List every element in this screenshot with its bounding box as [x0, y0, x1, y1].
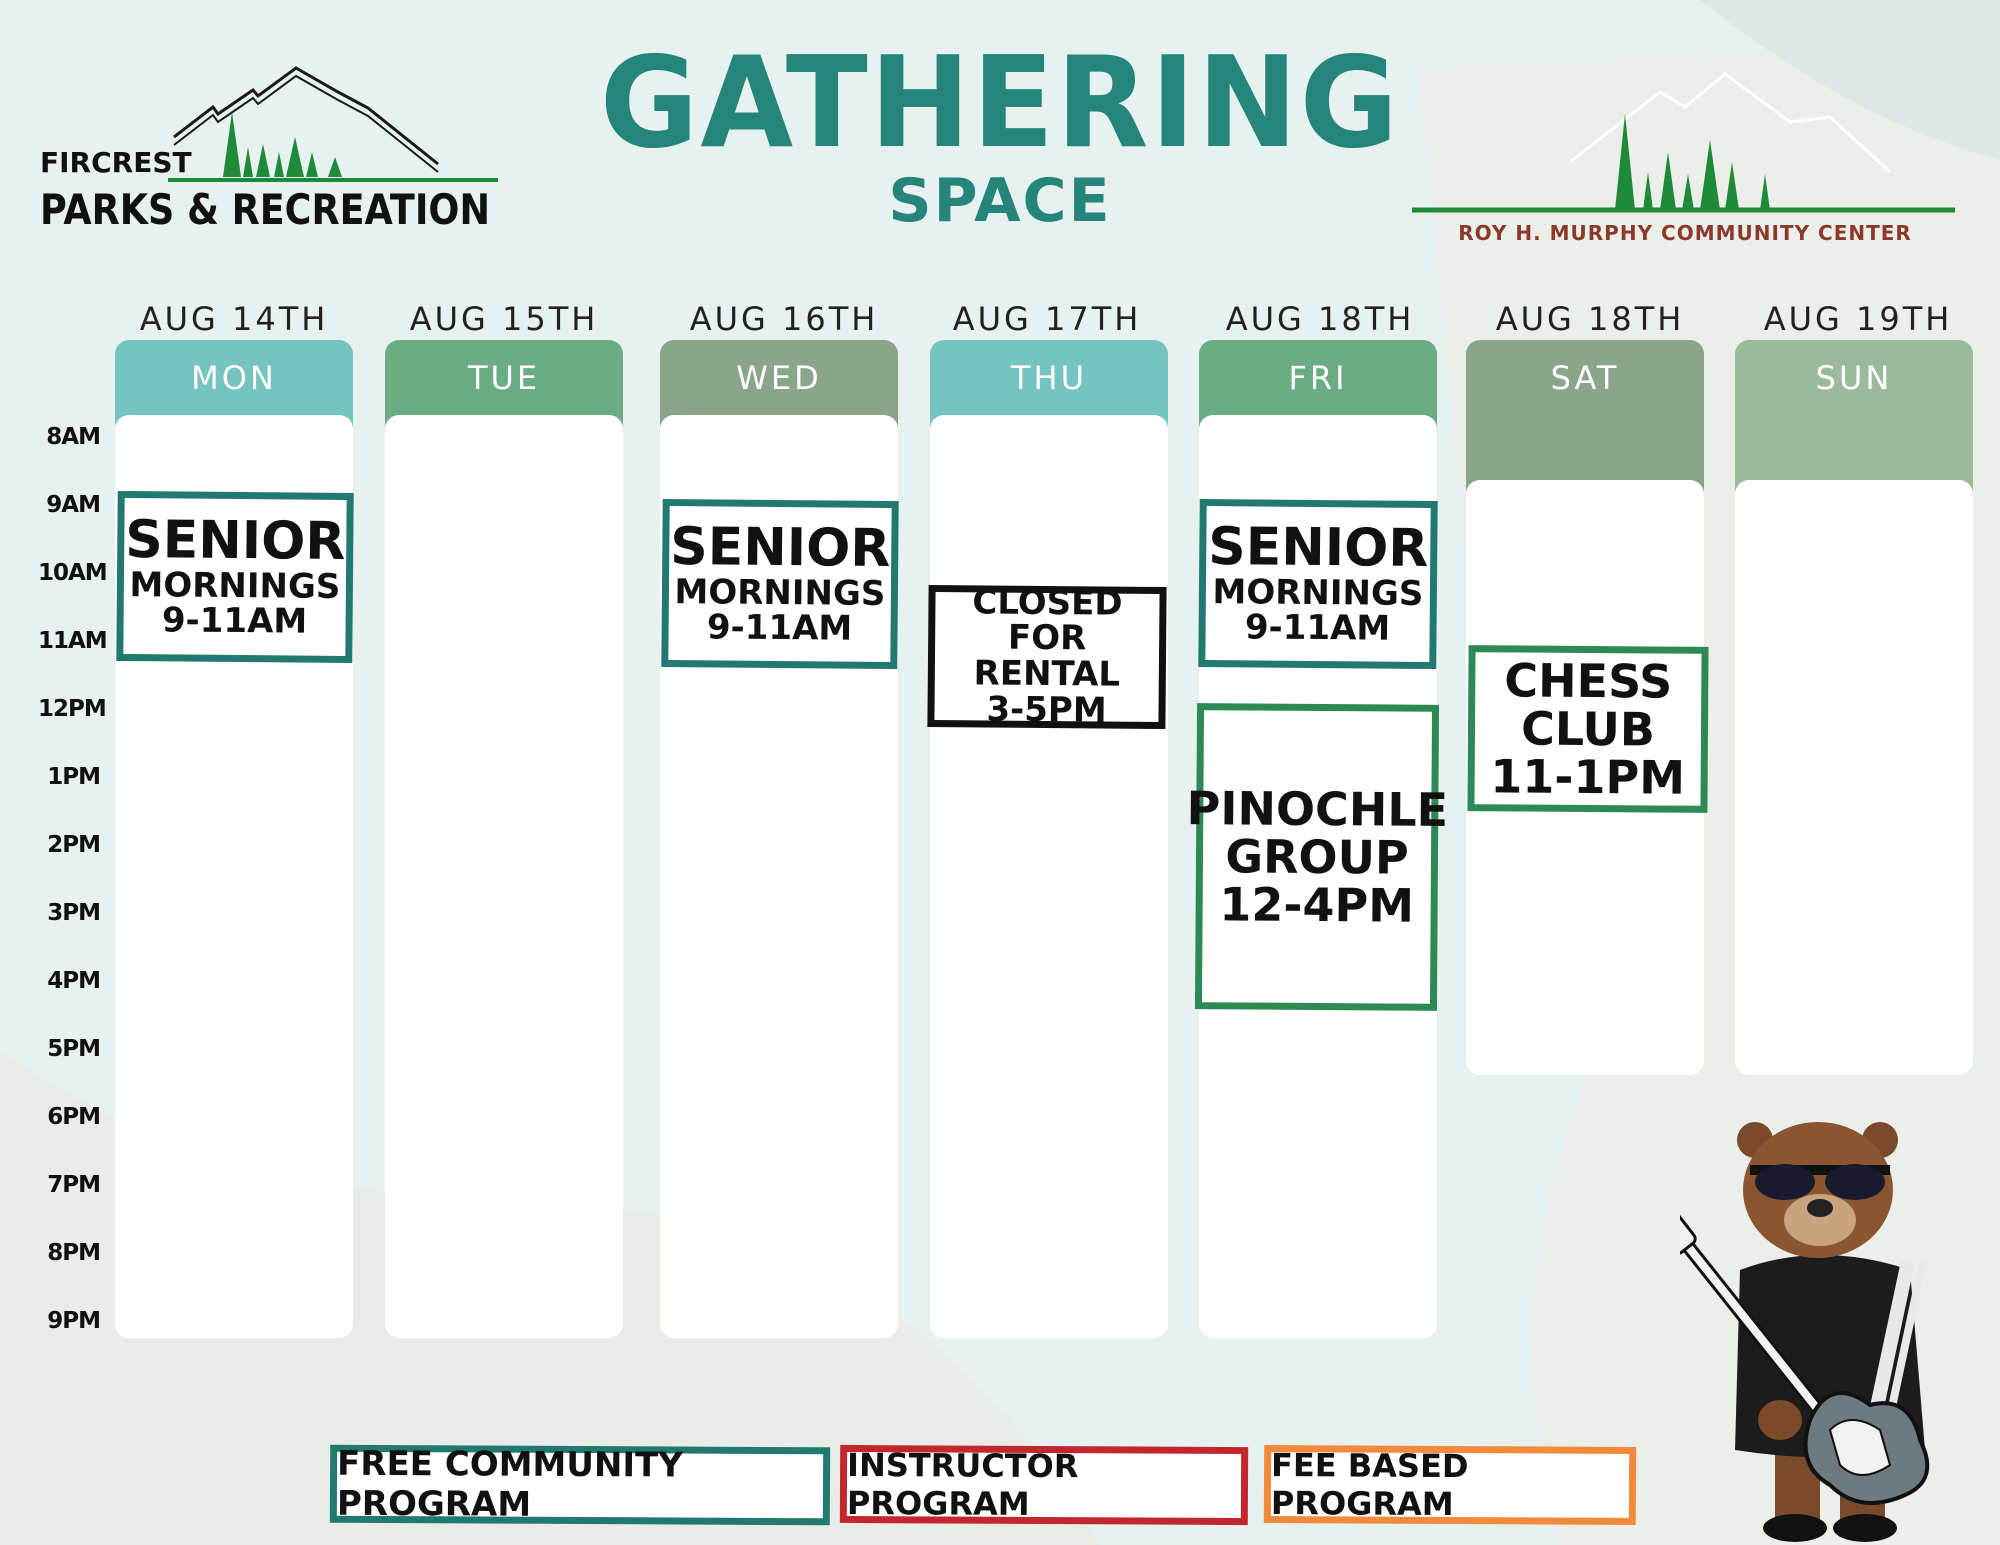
center-name-text: ROY H. MURPHY COMMUNITY CENTER: [1458, 221, 1912, 245]
time-label: 4PM: [47, 968, 101, 994]
day-date-thu: AUG 17TH: [952, 300, 1142, 338]
event-subtitle: RENTAL: [973, 653, 1121, 695]
event-subtitle: MORNINGS: [1212, 571, 1424, 614]
event-senior-mornings-fri[interactable]: SENIOR MORNINGS 9-11AM: [1198, 498, 1438, 670]
time-label: 9PM: [47, 1308, 101, 1334]
day-date-fri: AUG 18TH: [1225, 300, 1415, 338]
mountain-icon: [1569, 72, 1892, 174]
event-time: 9-11AM: [161, 600, 308, 642]
day-header-sat: SAT: [1466, 340, 1704, 500]
event-closed-rental-thu[interactable]: CLOSED FOR RENTAL 3-5PM: [927, 581, 1167, 731]
bear-guitar-icon: [1680, 1122, 1930, 1542]
legend-label: FREE COMMUNITY PROGRAM: [336, 1443, 683, 1525]
day-column-sun: [1735, 480, 1973, 1075]
event-senior-mornings-wed[interactable]: SENIOR MORNINGS 9-11AM: [661, 498, 899, 670]
time-label: 1PM: [47, 764, 101, 790]
legend-fee-based: FEE BASED PROGRAM: [1263, 1445, 1637, 1525]
event-subtitle: GROUP: [1225, 829, 1409, 885]
event-title: CHESS: [1504, 652, 1673, 709]
event-title: PINOCHLE: [1186, 780, 1449, 837]
event-time: 9-11AM: [706, 607, 853, 649]
day-column-tue: [385, 415, 623, 1338]
mountain-icon: [173, 66, 439, 173]
event-time: 9-11AM: [1244, 607, 1391, 649]
event-subtitle: MORNINGS: [674, 571, 886, 614]
event-time: 11-1PM: [1490, 749, 1686, 805]
time-label: 10AM: [38, 560, 108, 586]
event-title: SENIOR: [1208, 517, 1429, 579]
day-date-sun: AUG 19TH: [1763, 300, 1953, 338]
event-time: 12-4PM: [1219, 877, 1415, 933]
event-title: SENIOR: [670, 517, 891, 579]
event-pinochle-group-fri[interactable]: PINOCHLE GROUP 12-4PM: [1186, 703, 1448, 1011]
day-date-sat: AUG 18TH: [1495, 300, 1685, 338]
legend-instructor: INSTRUCTOR PROGRAM: [839, 1444, 1249, 1526]
event-title: SENIOR: [125, 510, 346, 572]
pine-tree-icon: [1615, 114, 1770, 210]
legend-label: INSTRUCTOR PROGRAM: [846, 1445, 1079, 1523]
time-label: 8PM: [47, 1240, 101, 1266]
title-sub: SPACE: [888, 166, 1112, 236]
day-header-sun: SUN: [1735, 340, 1973, 500]
time-label: 6PM: [47, 1104, 101, 1130]
time-label: 3PM: [47, 900, 101, 926]
day-date-mon: AUG 14TH: [139, 300, 329, 338]
time-label: 5PM: [47, 1036, 101, 1062]
legend-free-community: FREE COMMUNITY PROGRAM: [329, 1443, 831, 1526]
time-label: 11AM: [38, 628, 108, 654]
day-column-thu: [930, 415, 1168, 1338]
event-subtitle: CLUB: [1520, 701, 1656, 757]
page-title: GATHERING SPACE: [0, 30, 2000, 236]
event-time: 3-5PM: [986, 689, 1107, 731]
day-date-wed: AUG 16TH: [689, 300, 879, 338]
time-label: 2PM: [47, 832, 101, 858]
logo-big-text: PARKS & RECREATION: [40, 185, 490, 234]
time-label: 8AM: [46, 424, 101, 450]
logo-small-text: FIRCREST: [40, 146, 192, 179]
event-senior-mornings-mon[interactable]: SENIOR MORNINGS 9-11AM: [116, 490, 354, 664]
event-subtitle: MORNINGS: [129, 564, 341, 607]
event-chess-club-sat[interactable]: CHESS CLUB 11-1PM: [1467, 645, 1709, 813]
event-title: CLOSED FOR: [972, 581, 1123, 659]
fircrest-parks-logo: FIRCREST PARKS & RECREATION: [40, 66, 498, 234]
time-label: 7PM: [47, 1172, 101, 1198]
day-date-tue: AUG 15TH: [409, 300, 599, 338]
pine-tree-icon: [223, 112, 342, 177]
community-center-logo: ROY H. MURPHY COMMUNITY CENTER: [1412, 72, 1955, 245]
legend-label: FEE BASED PROGRAM: [1270, 1446, 1469, 1524]
title-main: GATHERING: [599, 30, 1401, 177]
time-label: 9AM: [46, 492, 101, 518]
time-label: 12PM: [38, 696, 107, 722]
